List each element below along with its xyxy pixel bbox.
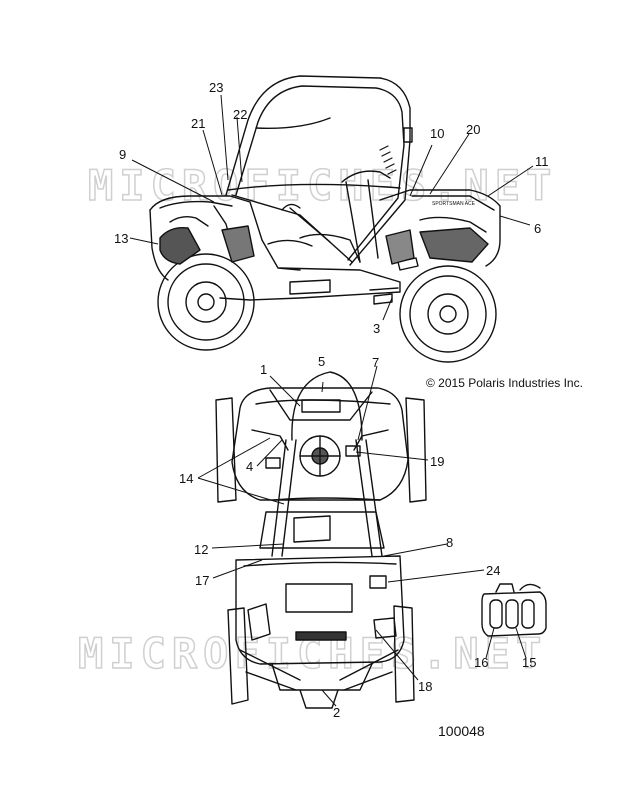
callout-9: 9 bbox=[119, 147, 127, 162]
callout-14: 14 bbox=[179, 471, 194, 486]
callout-1: 1 bbox=[260, 362, 268, 377]
vehicle-side-view bbox=[149, 75, 501, 363]
callout-11: 11 bbox=[535, 154, 549, 169]
vehicle-top-view bbox=[215, 371, 427, 709]
watermark-top: MICROFICHES.NET bbox=[88, 161, 557, 210]
callout-17: 17 bbox=[195, 573, 210, 588]
callout-13: 13 bbox=[114, 231, 129, 246]
copyright-notice: © 2015 Polaris Industries Inc. bbox=[426, 376, 583, 390]
callout-21: 21 bbox=[191, 116, 206, 131]
callout-6: 6 bbox=[534, 221, 542, 236]
callout-20: 20 bbox=[466, 122, 481, 137]
leader-lines bbox=[129, 94, 534, 707]
callout-18: 18 bbox=[418, 679, 433, 694]
callout-23: 23 bbox=[209, 80, 224, 95]
diagram-part-number: 100048 bbox=[438, 723, 485, 739]
callout-15: 15 bbox=[522, 655, 537, 670]
callout-19: 19 bbox=[430, 454, 445, 469]
callout-4: 4 bbox=[246, 459, 254, 474]
fuel-tank bbox=[481, 583, 547, 637]
callout-24: 24 bbox=[486, 563, 501, 578]
callout-10: 10 bbox=[430, 126, 445, 141]
callout-7: 7 bbox=[372, 355, 380, 370]
callout-12: 12 bbox=[194, 542, 209, 557]
callout-3: 3 bbox=[373, 321, 381, 336]
callout-16: 16 bbox=[474, 655, 489, 670]
callout-22: 22 bbox=[233, 107, 248, 122]
callout-2: 2 bbox=[333, 705, 341, 720]
callout-8: 8 bbox=[446, 535, 454, 550]
callout-5: 5 bbox=[318, 354, 326, 369]
